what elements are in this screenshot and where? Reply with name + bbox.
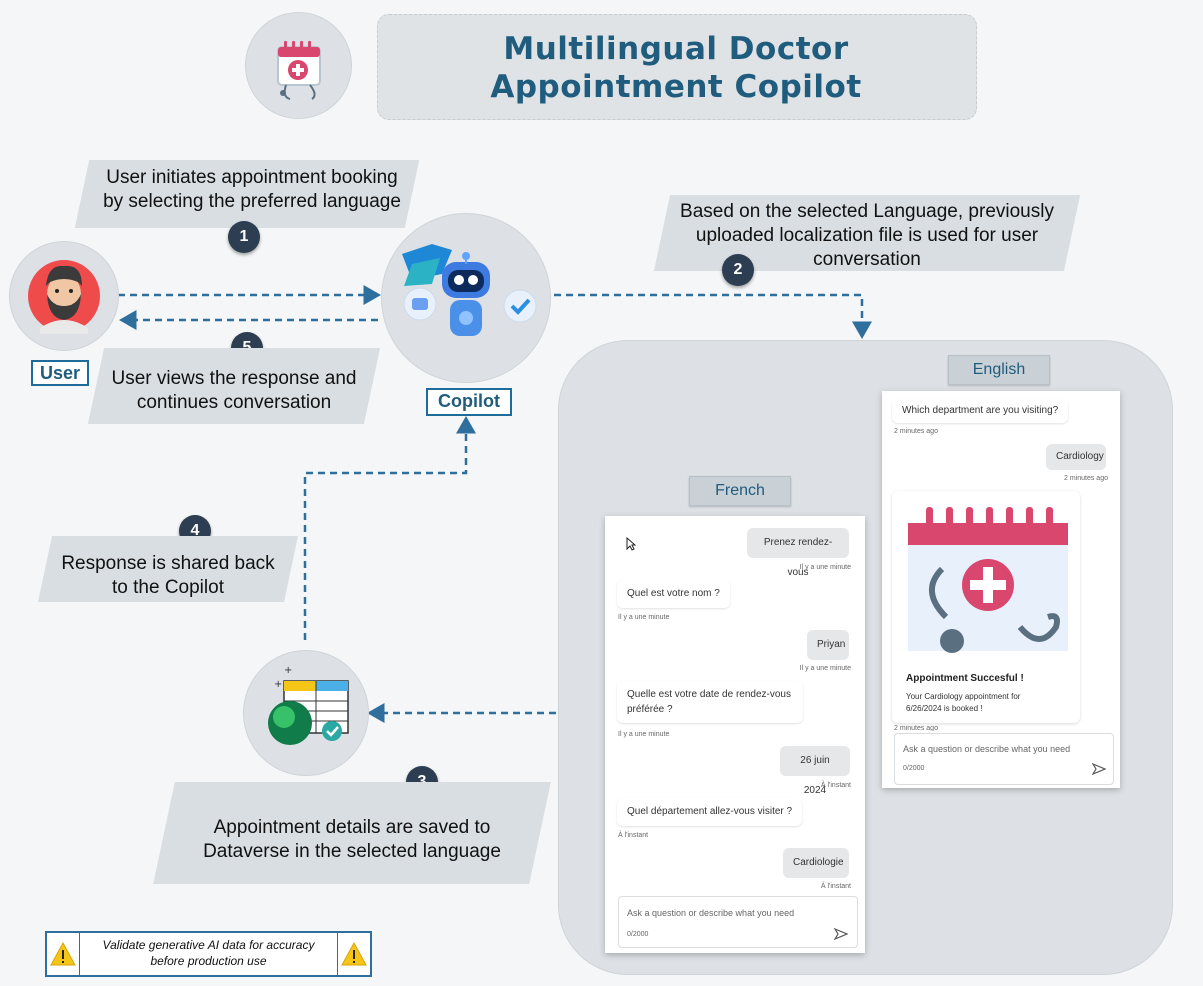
en-timestamp: 2 minutes ago [1064,475,1108,482]
step2-badge: 2 [722,254,754,286]
user-avatar-circle [9,241,119,351]
warning-icon [341,941,367,966]
user-avatar-icon [28,260,100,334]
mouse-cursor-icon [626,537,636,551]
fr-bot-message: Quel est votre nom ? [617,580,730,608]
dataverse-circle: + + [243,650,369,776]
fr-user-message: Priyan [807,630,849,660]
fr-timestamp: À l'instant [820,883,851,890]
warning-icon-box [337,933,371,975]
tab-french[interactable]: French [689,476,791,506]
fr-timestamp: À l'instant [820,782,851,789]
input-placeholder: Ask a question or describe what you need [903,744,1071,754]
fr-bot-message: Quel département allez-vous visiter ? [617,798,803,826]
card-text: Your Cardiology appointment for 6/26/202… [906,692,1021,713]
fr-user-message: Cardiologie [783,848,849,878]
char-counter: 0/2000 [627,931,649,938]
medical-calendar-icon [277,41,321,100]
fr-bot-message: Quelle est votre date de rendez-vous pré… [617,681,803,723]
step2-text: Based on the selected Language, previous… [680,201,1054,270]
copilot-label: Copilot [426,388,512,416]
warning-text: Validate generative AI data for accuracy… [102,938,315,968]
dataverse-table-icon: + + [268,665,349,745]
step1-badge: 1 [228,221,260,253]
warning-icon [50,941,76,966]
en-timestamp: 2 minutes ago [894,428,938,435]
fr-user-message: Prenez rendez-vous [747,528,849,578]
char-counter: 0/2000 [903,765,925,772]
send-icon[interactable] [1092,763,1106,775]
step3-text: Appointment details are saved to Dataver… [203,817,501,862]
en-bot-message: Which department are you visiting? [892,399,1069,423]
fr-timestamp: Il y a une minute [618,731,670,738]
medical-calendar-icon [908,507,1068,653]
fr-timestamp: Il y a une minute [799,564,851,571]
title-banner [377,14,977,120]
calendar-logo-circle [245,12,352,119]
card-title: Appointment Succesful ! [906,673,1024,684]
svg-text:+: + [284,665,292,676]
copilot-bot-icon [402,244,537,336]
french-chat-window: Prenez rendez-vous Il y a une minute Que… [605,516,865,953]
arrow-copilot-to-panel [554,293,872,339]
fr-user-message: 26 juin 2024 [780,746,850,796]
step5-text: User views the response and continues co… [111,368,357,413]
fr-chat-input[interactable]: Ask a question or describe what you need… [618,896,858,948]
warning-icon-box [47,933,80,975]
ai-warning-banner: Validate generative AI data for accuracy… [45,931,372,977]
svg-text:+: + [274,679,282,690]
english-chat-window: Which department are you visiting? 2 min… [882,391,1120,788]
en-user-message: Cardiology [1046,444,1106,470]
appointment-card: Appointment Succesful ! Your Cardiology … [892,491,1080,723]
step4-text: Response is shared back to the Copilot [61,553,275,598]
step1-text: User initiates appointment booking by se… [103,167,401,212]
copilot-circle [381,213,551,383]
fr-timestamp: À l'instant [618,832,649,839]
fr-timestamp: Il y a une minute [799,665,851,672]
send-icon[interactable] [834,928,848,940]
en-chat-input[interactable]: Ask a question or describe what you need… [894,733,1114,785]
page-title: Multilingual Doctor Appointment Copilot [490,31,862,105]
tab-english[interactable]: English [948,355,1050,385]
input-placeholder: Ask a question or describe what you need [627,908,795,918]
user-label: User [31,360,89,386]
fr-timestamp: Il y a une minute [618,614,670,621]
en-timestamp: 2 minutes ago [894,725,938,731]
arrow-dataverse-to-copilot [303,416,476,640]
